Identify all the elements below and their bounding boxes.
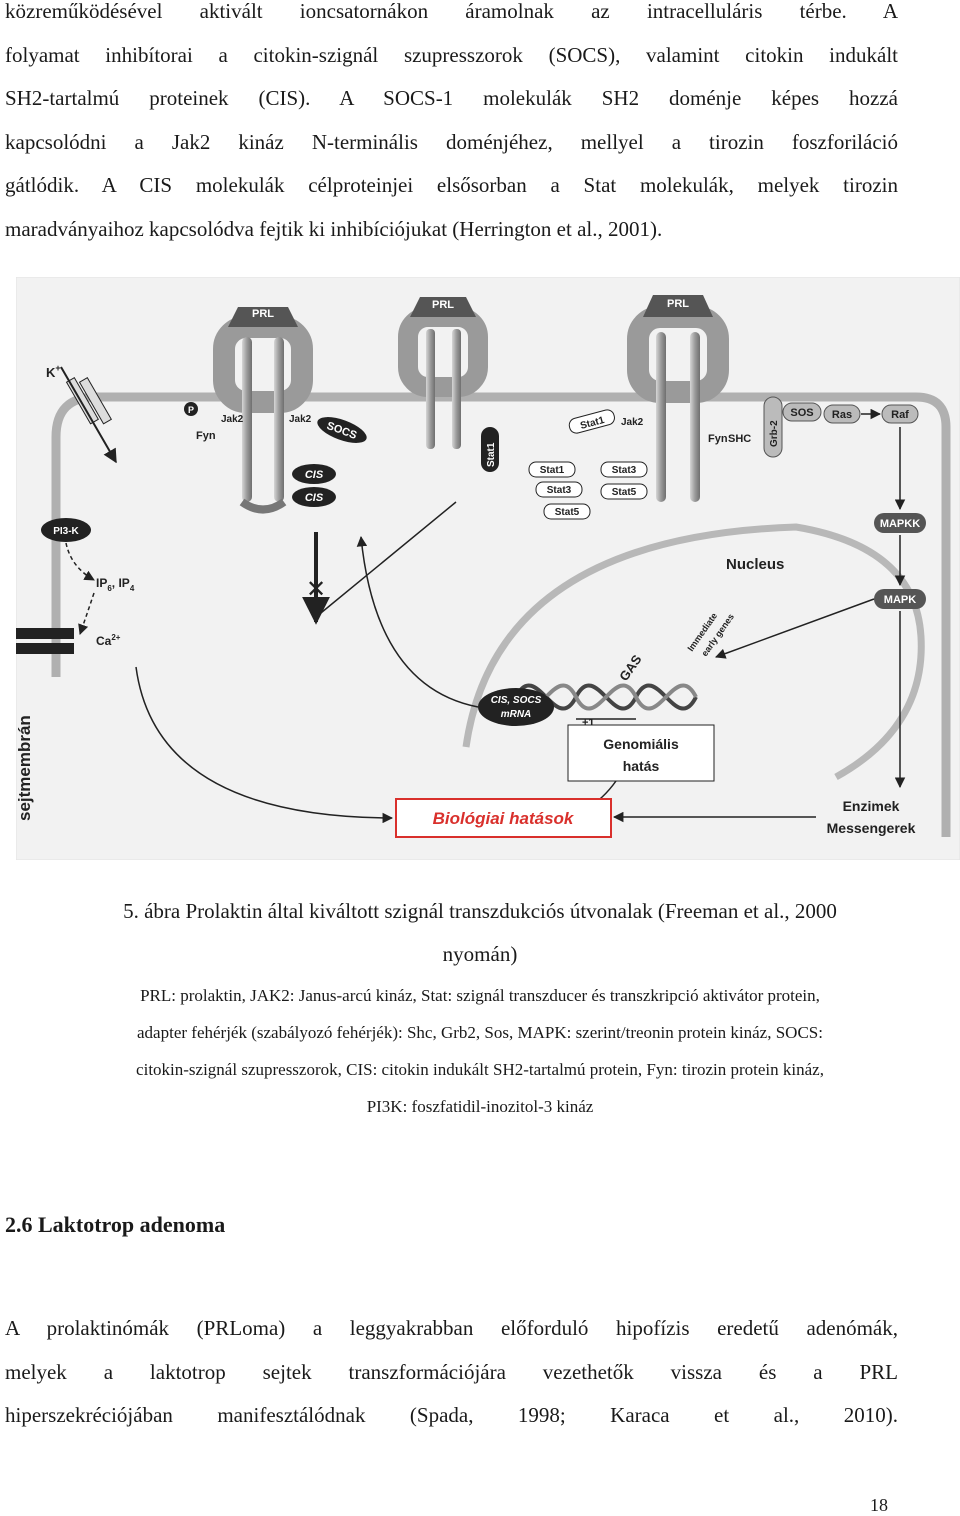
messengers-label: Messengerek <box>827 820 916 836</box>
figure-caption-legend: PRL: prolaktin, JAK2: Janus-arcú kináz, … <box>0 977 960 1125</box>
nucleus-label: Nucleus <box>726 556 784 573</box>
ras-label: Ras <box>832 409 852 421</box>
intro-line: SH2-tartalmú proteinek (CIS). A SOCS-1 m… <box>5 86 898 111</box>
fyn-label: Fyn <box>708 433 728 445</box>
potassium-channel-part <box>78 377 113 425</box>
genomic-effect-box <box>567 724 715 782</box>
legend-line: adapter fehérjék (szabályozó fehérjék): … <box>137 1023 823 1042</box>
legend-line: citokin-szignál szupresszorok, CIS: cito… <box>136 1060 824 1079</box>
stat1-node <box>481 427 499 472</box>
stat5-label: Stat5 <box>555 507 580 518</box>
socs-node <box>317 417 367 443</box>
calcium-channel-part <box>16 643 74 654</box>
calcium-effect-arrow <box>135 666 394 824</box>
mrna-node <box>478 688 554 726</box>
section-line: melyek a laktotrop sejtek transzformáció… <box>5 1359 898 1384</box>
nucleus-envelope <box>462 523 925 781</box>
prl-label: PRL <box>432 299 454 311</box>
figure-caption-title: 5. ábra Prolaktin által kiváltott szigná… <box>0 890 960 976</box>
section-paragraph: A prolaktinómák (PRLoma) a leggyakrabban… <box>5 1307 898 1438</box>
sos-node <box>782 402 822 422</box>
mapkk-label: MAPKK <box>880 518 920 530</box>
prl-receptor-middle <box>398 297 488 449</box>
genomic-effect-label-line1: Genomiális <box>603 736 679 752</box>
ip-arrow <box>78 592 95 635</box>
inhibition-cross: ✕ <box>306 576 326 603</box>
prl-label: PRL <box>667 298 689 310</box>
mrna-feedback-arrow <box>356 535 479 708</box>
shc-label: SHC <box>728 433 751 445</box>
prl-receptor-left <box>213 307 313 514</box>
mapk-label: MAPK <box>884 594 916 606</box>
mrna-label-line2: mRNA <box>501 709 532 720</box>
pi3k-arrow <box>65 542 95 581</box>
stat-cluster <box>528 409 648 520</box>
pi3k-node <box>41 518 91 542</box>
phosphate-marker <box>184 402 198 416</box>
prl-label: PRL <box>252 308 274 320</box>
jak2-label: Jak2 <box>289 414 312 425</box>
cis-label: CIS <box>305 492 324 504</box>
legend-line: PI3K: foszfatidil-inozitol-3 kináz <box>366 1097 594 1116</box>
section-heading: 2.6 Laktotrop adenoma <box>5 1212 226 1237</box>
section-line: hiperszekréciójában manifesztálódnak (Sp… <box>5 1403 898 1428</box>
mapkk-node <box>874 513 926 533</box>
cis-node <box>292 464 336 507</box>
intro-line: kapcsolódni a Jak2 kináz N-terminális do… <box>5 129 898 154</box>
intro-line: gátlódik. A CIS molekulák célproteinjei … <box>5 173 898 198</box>
cis-label: CIS <box>305 469 324 481</box>
sos-label: SOS <box>790 407 813 419</box>
signaling-diagram: sejtmembrán Nucleus K+ PI3-K IP6, IP4 Ca… <box>15 276 960 861</box>
membrane-label: sejtmembrán <box>16 715 34 821</box>
grb2-node <box>763 396 783 458</box>
page-number: 18 <box>870 1495 888 1515</box>
caption-title-line: nyomán) <box>442 942 518 966</box>
genomic-effect-label-line2: hatás <box>623 758 660 774</box>
calcium-label: Ca2+ <box>96 633 121 648</box>
calcium-channel-part <box>16 628 74 639</box>
intro-line: közreműködésével aktivált ioncsatornákon… <box>5 0 898 23</box>
stat3-label: Stat3 <box>547 485 572 496</box>
ras-node <box>823 404 861 424</box>
stat5-label: Stat5 <box>612 487 637 498</box>
jak2-label: Jak2 <box>221 414 244 425</box>
biological-effects-label: Biológiai hatások <box>433 809 575 828</box>
jak2-label: Jak2 <box>621 417 644 428</box>
grb2-label: Grb-2 <box>769 420 780 447</box>
intro-line: folyamat inhibítorai a citokin-szignál s… <box>5 42 898 67</box>
intro-line: maradványaihoz kapcsolódva fejtik ki inh… <box>5 216 663 241</box>
ip-label: IP6, IP4 <box>96 576 135 593</box>
stat3-label: Stat3 <box>612 465 637 476</box>
mrna-label-line1: CIS, SOCS <box>491 695 542 706</box>
potassium-label: K+ <box>46 363 61 380</box>
enzymes-label: Enzimek <box>843 798 900 814</box>
phosphate-label: P <box>188 405 194 415</box>
raf-label: Raf <box>891 409 909 421</box>
intro-paragraph: közreműködésével aktivált ioncsatornákon… <box>5 0 898 252</box>
figure-background <box>15 276 960 861</box>
raf-node <box>881 404 919 424</box>
stat1-label: Stat1 <box>540 465 565 476</box>
mapk-nucleus-arrow <box>715 598 875 659</box>
legend-line: PRL: prolaktin, JAK2: Janus-arcú kináz, … <box>140 986 820 1005</box>
prl-receptor-right <box>627 295 729 502</box>
stat1-label: Stat1 <box>486 442 497 467</box>
prolactin-signaling-figure: sejtmembrán Nucleus K+ PI3-K IP6, IP4 Ca… <box>15 276 960 861</box>
potassium-flow-arrow <box>60 366 117 464</box>
pi3k-label: PI3-K <box>53 526 79 537</box>
section-line: A prolaktinómák (PRLoma) a leggyakrabban… <box>5 1316 898 1340</box>
biological-effects-box <box>395 798 612 838</box>
caption-title-line: 5. ábra Prolaktin által kiváltott szigná… <box>123 899 837 923</box>
mapk-node <box>874 589 926 609</box>
fyn-label: Fyn <box>196 430 216 442</box>
